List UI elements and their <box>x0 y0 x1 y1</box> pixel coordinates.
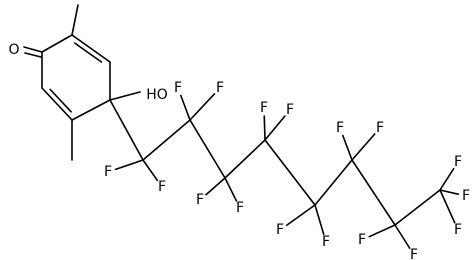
fluorine-label: F <box>216 80 224 96</box>
hydroxyl-bond <box>109 91 141 101</box>
ring-double-bond <box>49 88 72 113</box>
atom-labels-layer: O HO F F F F F F F F F F F F F F F F F <box>8 42 470 260</box>
bonds-layer <box>23 4 460 250</box>
carbon-fluorine-bond <box>368 224 396 238</box>
carbon-fluorine-bond <box>439 167 455 191</box>
fluorine-label: F <box>174 80 182 96</box>
ring-double-bond <box>74 42 103 63</box>
carbonyl-oxygen-label: O <box>8 42 19 58</box>
carbon-fluorine-bond <box>205 177 226 196</box>
chain-bond <box>314 159 353 206</box>
hydroxyl-label: HO <box>146 87 168 103</box>
ring-bond <box>71 99 111 121</box>
carbon-fluorine-bond <box>224 177 238 202</box>
fluorine-label: F <box>410 247 418 260</box>
methyl-bond-top <box>71 4 79 36</box>
carbon-fluorine-bond <box>264 115 286 141</box>
fluorine-label: F <box>376 120 384 136</box>
fluorine-label: F <box>158 179 166 195</box>
fluorine-label: F <box>104 164 112 180</box>
fluorine-label: F <box>336 120 344 136</box>
chain-bond <box>142 119 191 161</box>
fluorine-label: F <box>236 200 244 216</box>
carbon-fluorine-bond <box>439 189 460 196</box>
chain-bond <box>351 159 396 226</box>
carbon-fluorine-bond <box>114 159 144 171</box>
ring-bond <box>41 87 73 121</box>
carbon-fluorine-bond <box>439 189 456 224</box>
fluorine-label: F <box>260 100 268 116</box>
chain-bond <box>264 139 316 206</box>
carbon-fluorine-bond <box>285 204 316 227</box>
ring-bond <box>41 34 73 53</box>
fluorine-label: F <box>196 192 204 208</box>
chain-bond <box>109 99 144 161</box>
fluorine-label: F <box>286 102 294 118</box>
carbon-fluorine-bond <box>314 204 325 236</box>
carbon-fluorine-bond <box>342 134 353 161</box>
carbon-fluorine-bond <box>351 133 376 161</box>
fluorine-label: F <box>454 154 462 170</box>
carbon-fluorine-bond <box>189 93 216 121</box>
carbonyl-double-bond <box>24 52 42 58</box>
ring-bond <box>71 34 111 63</box>
fluorine-label: F <box>358 232 366 248</box>
carbon-fluorine-bond <box>394 224 411 250</box>
fluorine-label: F <box>462 188 470 204</box>
carbon-fluorine-bond <box>263 115 266 141</box>
chain-bond <box>224 139 266 179</box>
fluorine-label: F <box>322 234 330 250</box>
chain-bond <box>189 119 226 179</box>
carbon-fluorine-bond <box>180 94 191 121</box>
fluorine-label: F <box>276 222 284 238</box>
carbonyl-bond <box>23 46 43 53</box>
fluorine-label: F <box>454 222 462 238</box>
chain-bond <box>394 189 441 226</box>
carbon-fluorine-bond <box>142 159 159 182</box>
